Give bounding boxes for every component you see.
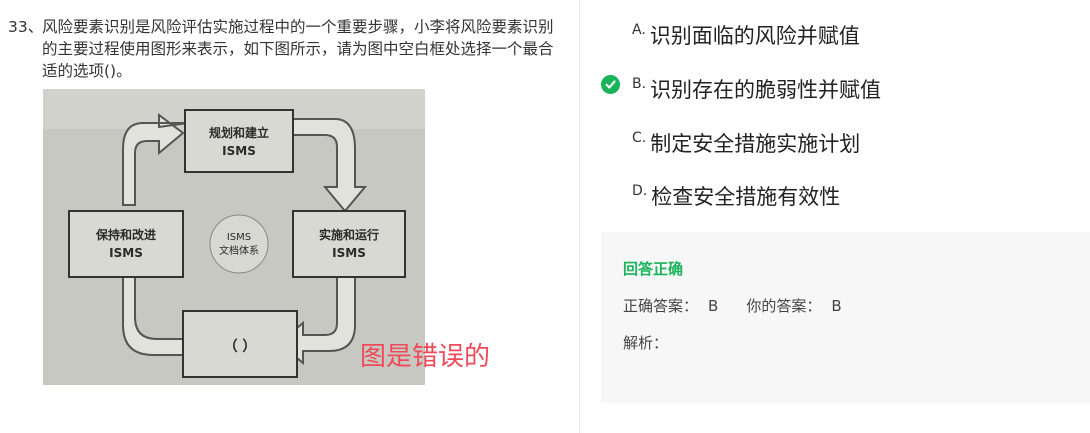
svg-text:ISMS: ISMS <box>222 144 256 158</box>
correct-answer-value: B <box>708 297 719 315</box>
cycle-arrow-top-left <box>122 113 189 206</box>
svg-text:ISMS: ISMS <box>332 246 366 260</box>
error-note: 图是错误的 <box>360 342 491 372</box>
option-d-text: 检查安全措施有效性 <box>651 185 841 209</box>
option-d-letter: D. <box>632 183 648 199</box>
option-c-letter: C. <box>632 130 647 146</box>
check-icon <box>601 75 620 94</box>
diagram-box-left <box>68 210 184 278</box>
answer-line: 正确答案： B 你的答案： B <box>623 295 870 316</box>
diagram-box-right <box>292 210 406 278</box>
cycle-arrow-bottom-left <box>108 253 184 356</box>
option-c-text: 制定安全措施实施计划 <box>650 132 861 156</box>
svg-text:文档体系: 文档体系 <box>219 244 259 257</box>
question-text: 风险要素识别是风险评估实施过程中的一个重要步骤，小李将风险要素识别的主要过程使用… <box>42 18 554 80</box>
option-a-text: 识别面临的风险并赋值 <box>649 24 860 48</box>
diagram-center <box>209 214 269 274</box>
column-divider <box>579 0 580 433</box>
diagram-box-top <box>184 109 294 173</box>
option-a[interactable]: A.识别面临的风险并赋值 <box>632 20 860 50</box>
analysis-label: 解析： <box>623 334 669 352</box>
svg-text:规划和建立: 规划和建立 <box>209 125 269 140</box>
result-panel: 回答正确 正确答案： B 你的答案： B 解析： <box>601 232 1090 403</box>
svg-text:实施和运行: 实施和运行 <box>319 227 379 242</box>
question-number: 33、 <box>8 18 44 36</box>
option-b-letter: B. <box>632 76 647 92</box>
option-a-letter: A. <box>632 22 646 38</box>
option-b-text: 识别存在的脆弱性并赋值 <box>650 78 882 102</box>
question-block: 33、 风险要素识别是风险评估实施过程中的一个重要步骤，小李将风险要素识别的主要… <box>8 16 568 82</box>
your-answer-label: 你的答案： <box>746 297 822 315</box>
option-b[interactable]: B.识别存在的脆弱性并赋值 <box>632 74 881 104</box>
svg-text:（ ）: （ ） <box>224 339 257 355</box>
question-figure: 规划和建立 ISMS 实施和运行 ISMS 保持和改进 ISMS ISMS 文档… <box>43 89 425 385</box>
svg-text:保持和改进: 保持和改进 <box>95 227 156 242</box>
result-title: 回答正确 <box>623 260 684 278</box>
svg-text:ISMS: ISMS <box>109 246 143 260</box>
option-c[interactable]: C.制定安全措施实施计划 <box>632 128 860 158</box>
svg-text:ISMS: ISMS <box>227 232 251 243</box>
diagram-box-bottom <box>182 310 298 378</box>
option-d[interactable]: D.检查安全措施有效性 <box>632 181 840 211</box>
your-answer-value: B <box>831 297 842 315</box>
cycle-arrow-top-right <box>292 118 368 213</box>
correct-answer-label: 正确答案： <box>623 297 699 315</box>
